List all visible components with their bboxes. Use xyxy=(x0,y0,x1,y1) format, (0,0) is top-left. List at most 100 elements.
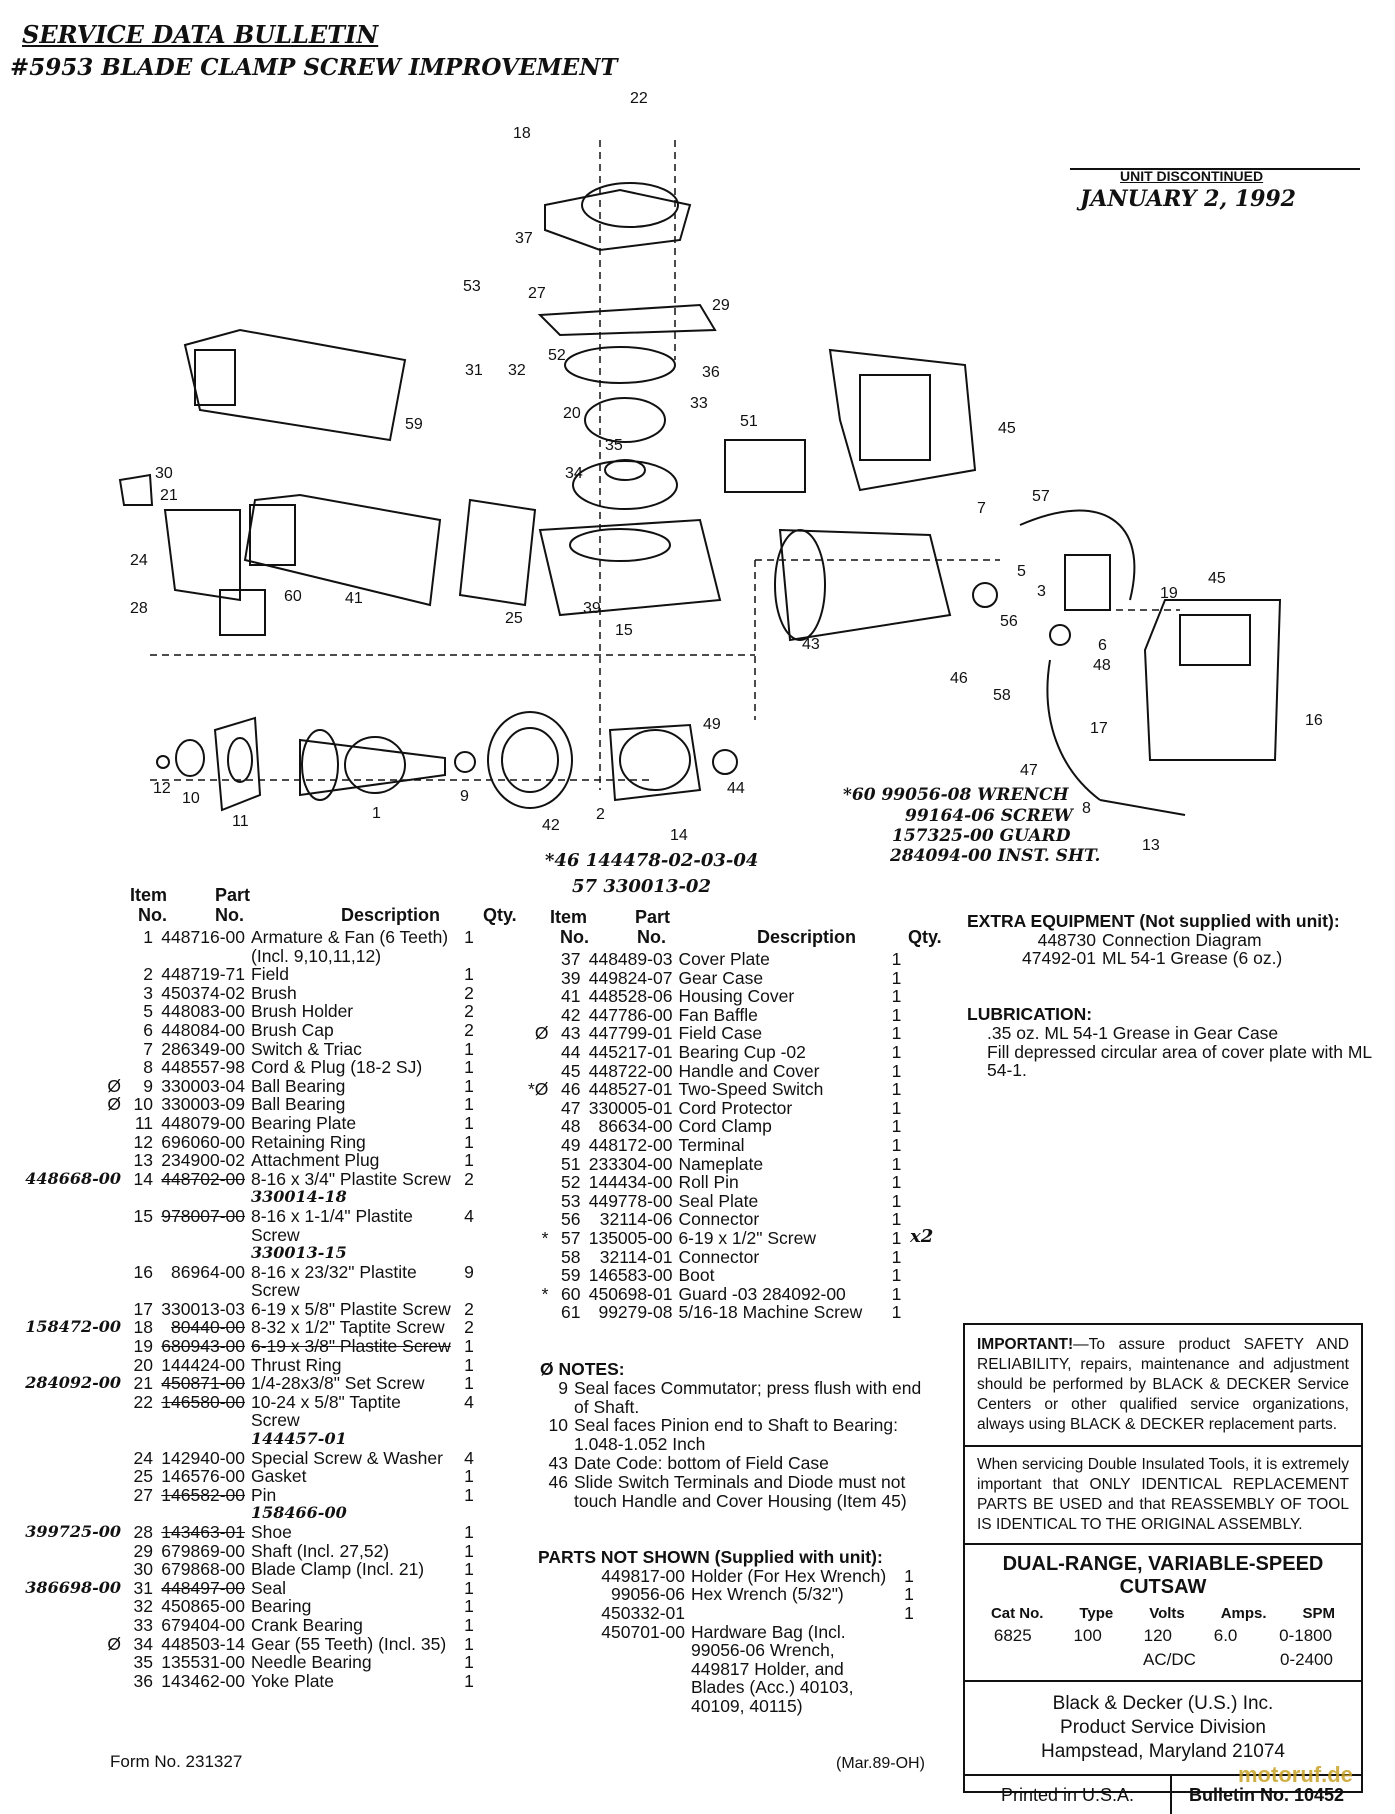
callout-46: 46 xyxy=(950,670,968,687)
row-description: Ball Bearing xyxy=(248,1095,454,1114)
note-text: Slide Switch Terminals and Diode must no… xyxy=(574,1471,907,1511)
row-part-number: 330003-09 xyxy=(161,1094,245,1115)
row-qty: 1 xyxy=(464,1633,474,1654)
row-part-number: 450871-00 xyxy=(161,1373,245,1394)
row-part-number: 448172-00 xyxy=(588,1134,673,1155)
qty-note-57: x2 xyxy=(910,1226,934,1247)
note-text: Seal faces Commutator; press flush with … xyxy=(574,1377,922,1417)
row-description-text: Needle Bearing xyxy=(251,1652,372,1673)
row-mark xyxy=(525,1062,551,1081)
handnote-46: *46 144478-02-03-04 xyxy=(545,850,759,871)
row-replacement-part: 144457-01 xyxy=(251,1429,347,1449)
row-description: Seal Plate xyxy=(675,1191,881,1211)
row-description-text: Switch & Triac xyxy=(251,1038,362,1059)
row-part-number: 330013-03 xyxy=(161,1298,245,1319)
row-mark: 448668-00 xyxy=(25,1168,121,1188)
hdr-qty-right: Qty. xyxy=(908,927,942,947)
row-part-number: 448497-00 xyxy=(161,1577,245,1598)
callout-29: 29 xyxy=(712,297,730,314)
lubrication: LUBRICATION: .35 oz. ML 54-1 Grease in G… xyxy=(967,1005,1377,1080)
row-description: Nameplate xyxy=(675,1154,881,1174)
row-mark xyxy=(0,1560,124,1579)
row-item-number: 43 xyxy=(560,1023,581,1044)
discontinued-label: UNIT DISCONTINUED xyxy=(1120,168,1264,184)
lubrication-line-2: Fill depressed circular area of cover pl… xyxy=(987,1041,1372,1081)
parts-not-shown: PARTS NOT SHOWN (Supplied with unit): 44… xyxy=(538,1548,938,1716)
callout-59: 59 xyxy=(405,416,423,433)
row-description: 1/4-28x3/8" Set Screw xyxy=(248,1374,454,1393)
row-mark xyxy=(0,1467,124,1486)
row-description-text: Cover Plate xyxy=(678,949,770,969)
row-qty: 1 xyxy=(464,1484,474,1505)
row-description: Armature & Fan (6 Teeth)(Incl. 9,10,11,1… xyxy=(248,928,454,965)
row-description-text: 8-32 x 1/2" Taptite Screw xyxy=(251,1317,445,1338)
row-description-text: Brush Cap xyxy=(251,1019,334,1040)
row-item-number: 46 xyxy=(560,1079,581,1100)
row-qty: 1 xyxy=(464,1336,474,1357)
row-mark xyxy=(525,1210,551,1229)
row-description: Cord & Plug (18-2 SJ) xyxy=(248,1058,454,1077)
row-mark xyxy=(525,1099,551,1118)
row-description: Connector xyxy=(675,1247,881,1267)
row-description-text: Field xyxy=(251,964,289,985)
row-mark xyxy=(0,928,124,965)
row-description-text: Thrust Ring xyxy=(251,1354,342,1375)
row-description-text: 6-19 x 3/8" Plastite Screw xyxy=(251,1336,451,1357)
row-part-number: 86634-00 xyxy=(598,1116,673,1137)
row-description: Roll Pin xyxy=(675,1173,881,1192)
spec-amps: 6.0 xyxy=(1213,1626,1238,1645)
row-description: Handle and Cover xyxy=(675,1061,881,1081)
row-qty: 1 xyxy=(464,1038,474,1059)
callout-20: 20 xyxy=(563,405,581,422)
row-description-text: Special Screw & Washer xyxy=(251,1447,443,1468)
row-qty: 1 xyxy=(891,1190,902,1211)
row-qty: 1 xyxy=(464,1354,474,1375)
row-part-number: 99279-08 xyxy=(598,1302,673,1323)
row-item-number: 56 xyxy=(560,1209,581,1230)
callout-11: 11 xyxy=(232,813,249,830)
row-item-number: 12 xyxy=(133,1131,153,1152)
row-item-number: 53 xyxy=(560,1190,581,1211)
row-description: Bearing Cup -02 xyxy=(675,1043,881,1062)
row-qty: 2 xyxy=(464,1001,474,1022)
row-description-text: Bearing Cup -02 xyxy=(678,1041,806,1062)
row-qty: 4 xyxy=(464,1447,474,1468)
row-mark xyxy=(525,1303,551,1322)
callout-53: 53 xyxy=(463,278,481,295)
hdr-item-right: Item xyxy=(550,907,588,927)
callout-14: 14 xyxy=(670,827,688,844)
row-description-text: 8-16 x 23/32" Plastite Screw xyxy=(251,1261,417,1301)
row-description-text: Shaft (Incl. 27,52) xyxy=(251,1540,390,1561)
row-description: Cord Protector xyxy=(675,1098,881,1118)
hdr-desc-left: Description xyxy=(341,905,441,925)
row-part-number: 448722-00 xyxy=(588,1060,673,1081)
row-description-text: Retaining Ring xyxy=(251,1131,366,1152)
row-mark: *Ø xyxy=(528,1079,549,1100)
extra-equipment-title: EXTRA EQUIPMENT (Not supplied with unit)… xyxy=(967,911,1340,931)
callout-8: 8 xyxy=(1082,800,1091,817)
row-item-number: 19 xyxy=(133,1336,153,1357)
callout-33: 33 xyxy=(690,395,708,412)
spec-header-volts: Volts xyxy=(1149,1605,1185,1622)
row-item-number: 28 xyxy=(133,1522,153,1542)
company-block: Black & Decker (U.S.) Inc. Product Servi… xyxy=(965,1682,1361,1776)
